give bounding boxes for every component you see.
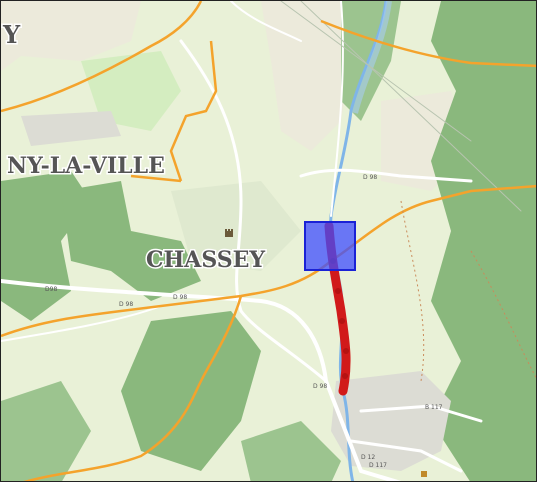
village-area (21, 111, 121, 146)
forest-area (431, 1, 536, 481)
forest-area (121, 311, 261, 471)
road-label: D 98 (313, 383, 327, 390)
place-label-chassey: CHASSEY (146, 247, 265, 273)
selection-box[interactable] (304, 221, 356, 271)
field-area (171, 181, 301, 271)
road-label: B 117 (425, 404, 443, 411)
road-label: D 12 (361, 454, 375, 461)
river-bank (352, 1, 392, 114)
place-label-town-left: NY-LA-VILLE (7, 153, 165, 179)
road-label: D 117 (369, 462, 387, 469)
road-label: D 98 (363, 174, 377, 181)
place-label-top-left: Y (2, 20, 21, 49)
road-label: D 98 (173, 294, 187, 301)
road-label: D 98 (119, 301, 133, 308)
village-area (331, 371, 451, 471)
village-marker-icon[interactable] (421, 471, 427, 477)
forest-area (61, 181, 201, 301)
track (400, 200, 536, 382)
road-label: D98 (45, 286, 57, 293)
forest-area (1, 381, 91, 481)
forest-area (241, 421, 341, 481)
castle-icon[interactable] (225, 229, 233, 237)
road-network (1, 1, 522, 481)
field-area (1, 1, 141, 71)
